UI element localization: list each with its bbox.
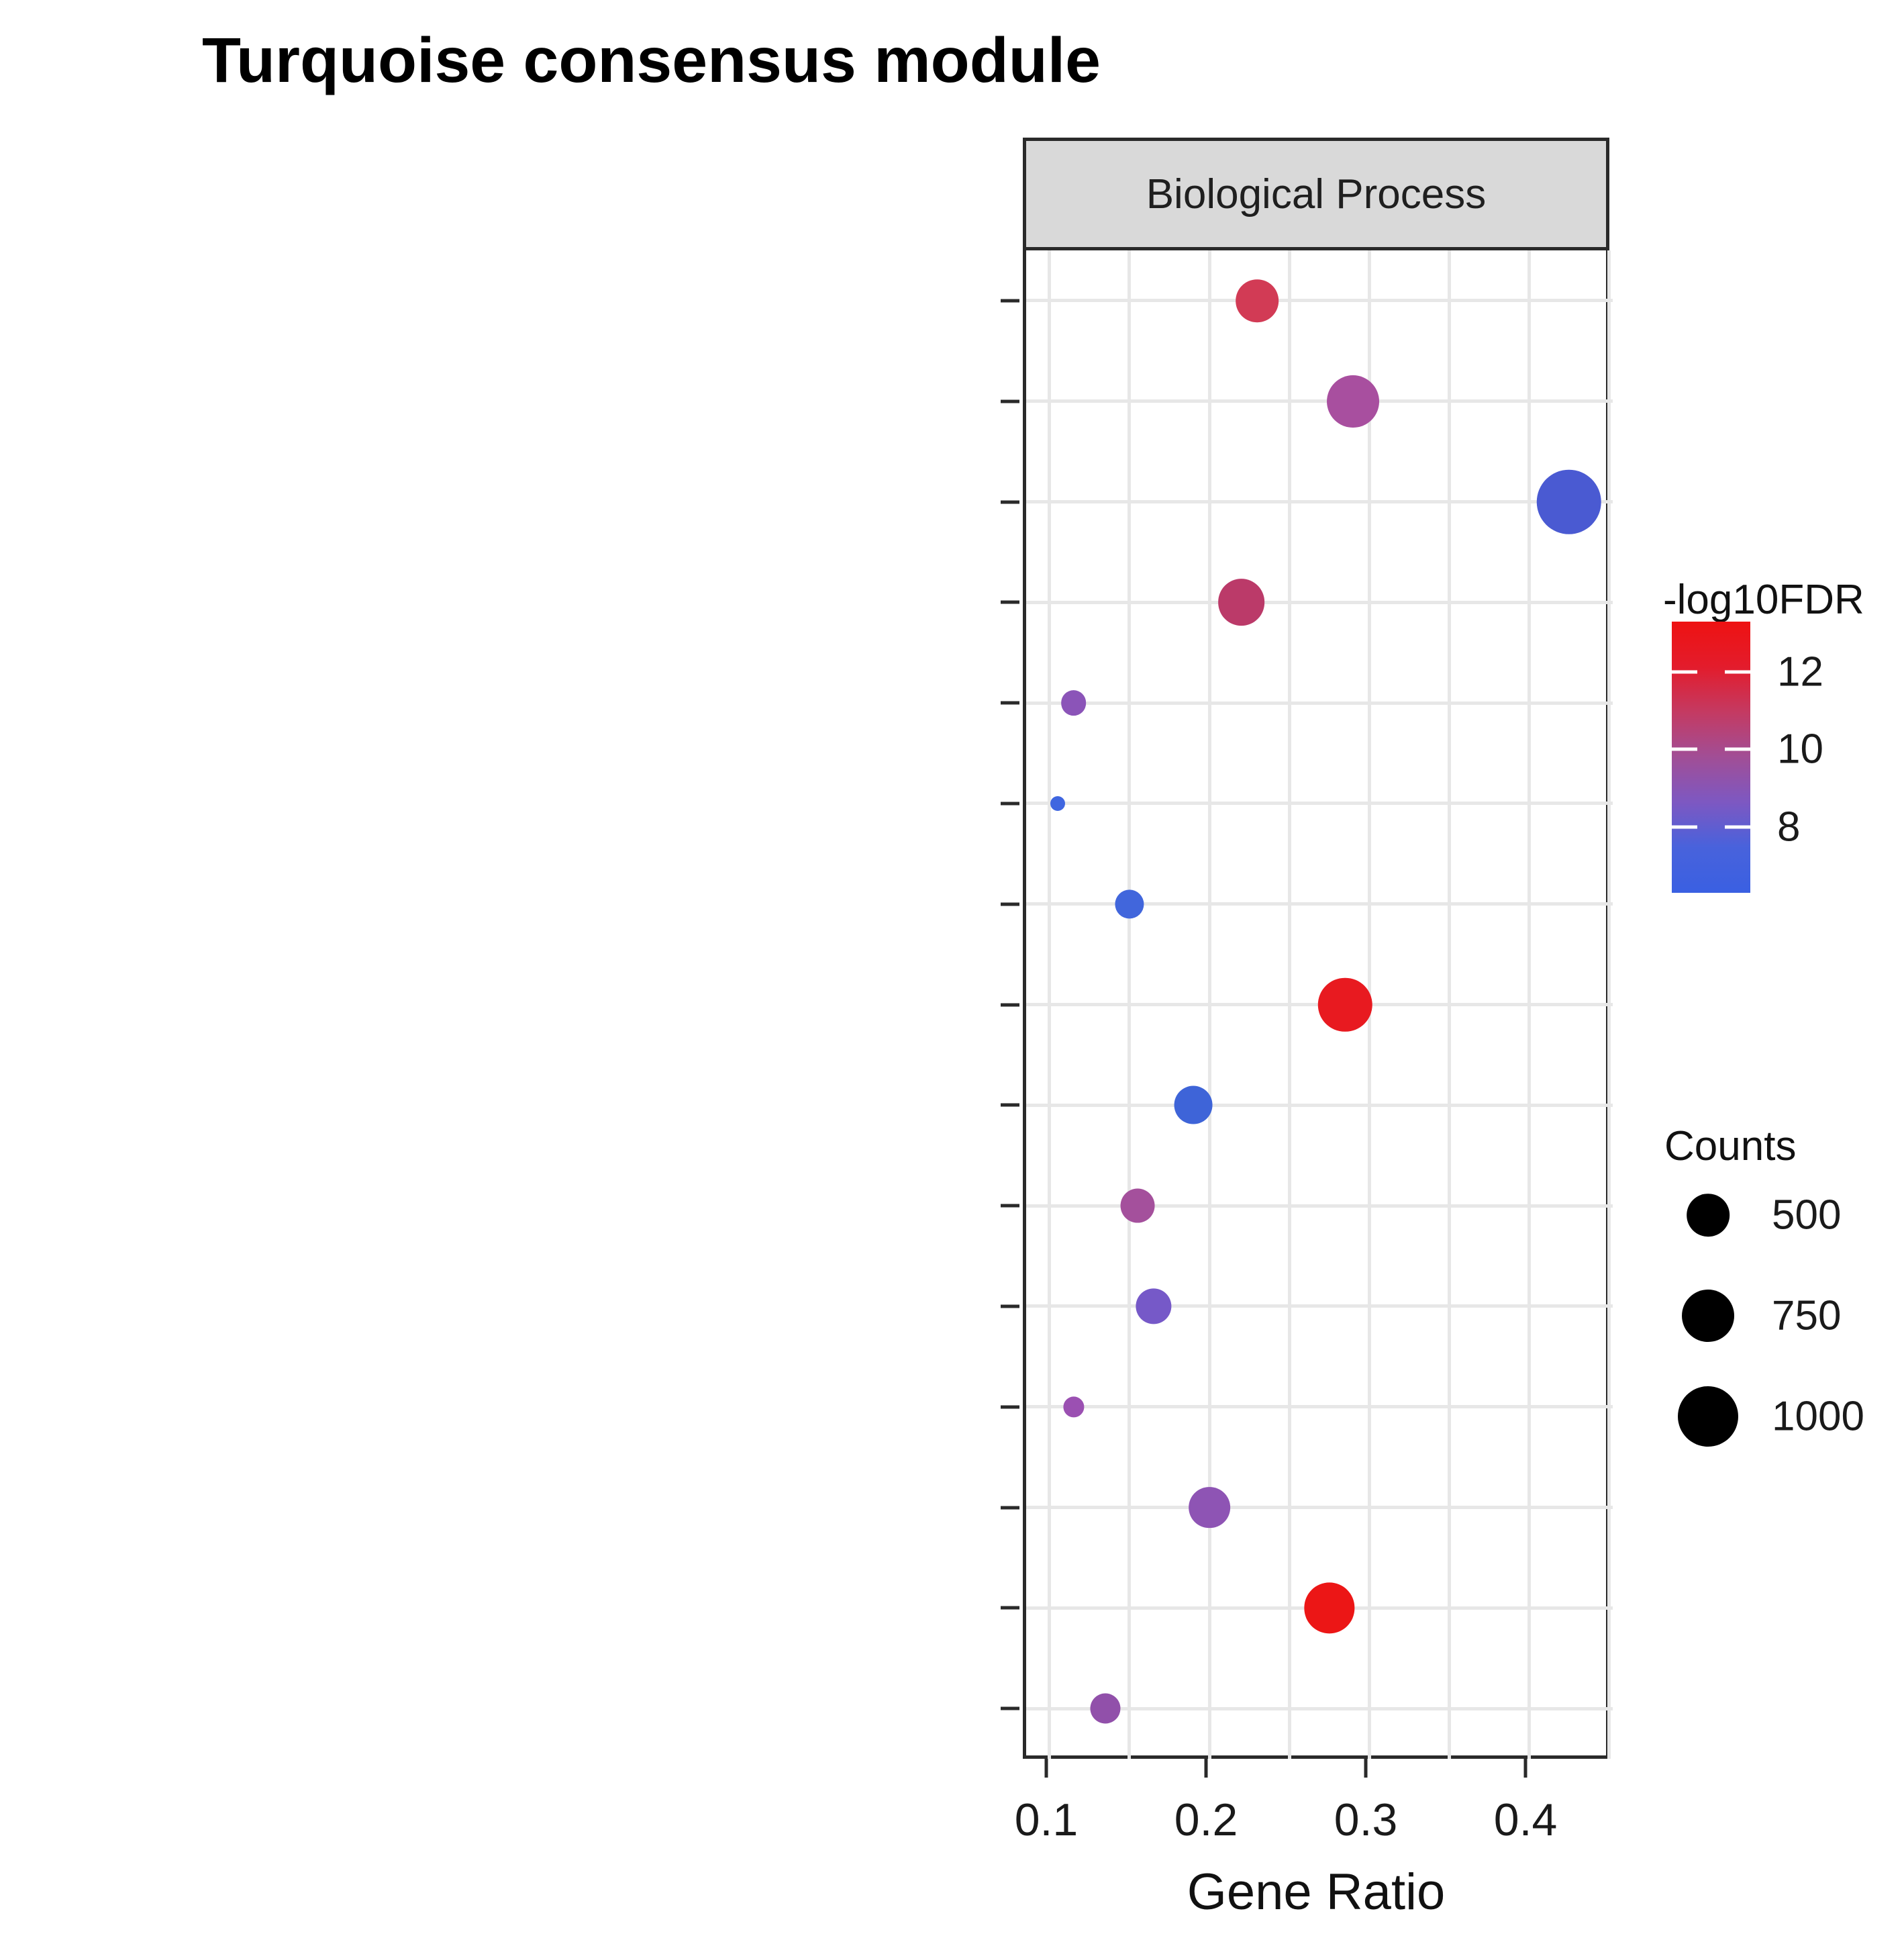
gridline-horizontal: [1026, 1706, 1613, 1710]
counts-legend-dot: [1682, 1290, 1734, 1342]
y-axis-tick: [1001, 1103, 1019, 1107]
colorbar-tick: [1672, 747, 1697, 751]
y-axis-tick: [1001, 1506, 1019, 1509]
plot-title-text: Turquoise consensus module: [202, 25, 1101, 96]
fdr-legend-title: -log10FDR: [1663, 577, 1864, 623]
x-axis-tick-label: 0.2: [1174, 1794, 1238, 1845]
data-point: [1136, 1288, 1172, 1324]
counts-legend-title: Counts: [1664, 1123, 1797, 1169]
y-axis-tick: [1001, 500, 1019, 503]
facet-strip-label: Biological Process: [1146, 171, 1487, 217]
data-point: [1236, 279, 1279, 322]
x-axis-tick: [1523, 1759, 1527, 1778]
gridline-horizontal: [1026, 1506, 1613, 1509]
y-axis-tick: [1001, 1304, 1019, 1308]
counts-legend-dot: [1678, 1386, 1738, 1447]
y-axis-tick: [1001, 1204, 1019, 1208]
data-point: [1060, 690, 1087, 716]
plot-panel: [1023, 250, 1613, 1759]
data-point: [1217, 579, 1265, 626]
colorbar-tick-label: 12: [1777, 648, 1823, 695]
gridline-horizontal: [1026, 600, 1613, 604]
data-point: [1050, 795, 1065, 811]
x-axis-tick-label: 0.4: [1493, 1794, 1558, 1845]
y-axis-tick: [1001, 1606, 1019, 1610]
gridline-horizontal: [1026, 1405, 1613, 1409]
gridline-horizontal: [1026, 802, 1613, 806]
x-axis-tick: [1044, 1759, 1048, 1778]
y-axis-tick: [1001, 399, 1019, 403]
counts-legend-label: 500: [1772, 1192, 1842, 1239]
counts-legend-dot: [1687, 1194, 1730, 1237]
y-axis-tick: [1001, 299, 1019, 303]
y-axis-tick: [1001, 1003, 1019, 1006]
colorbar-tick: [1725, 825, 1750, 829]
gridline-horizontal: [1026, 399, 1613, 403]
data-point: [1536, 469, 1601, 534]
colorbar-tick: [1725, 747, 1750, 751]
y-axis-tick: [1001, 902, 1019, 906]
data-point: [1174, 1085, 1213, 1124]
y-axis-tick: [1001, 1405, 1019, 1409]
facet-strip: Biological Process: [1023, 138, 1609, 250]
x-axis-title: Gene Ratio: [1187, 1864, 1446, 1921]
x-axis-tick: [1204, 1759, 1208, 1778]
gridline-horizontal: [1026, 299, 1613, 303]
colorbar-tick: [1672, 825, 1697, 829]
colorbar-tick-label: 8: [1777, 804, 1801, 851]
x-axis-tick: [1364, 1759, 1368, 1778]
data-point: [1120, 1188, 1155, 1223]
data-point: [1090, 1693, 1121, 1724]
colorbar-tick: [1725, 670, 1750, 674]
gridline-horizontal: [1026, 1304, 1613, 1308]
gridline-horizontal: [1026, 1103, 1613, 1107]
data-point: [1318, 977, 1372, 1032]
gridline-horizontal: [1026, 500, 1613, 503]
y-axis-tick: [1001, 802, 1019, 806]
data-point: [1327, 375, 1380, 428]
data-point: [1189, 1486, 1230, 1529]
data-point: [1303, 1582, 1355, 1633]
y-axis-tick: [1001, 600, 1019, 604]
data-point: [1063, 1396, 1085, 1418]
gridline-horizontal: [1026, 701, 1613, 705]
y-axis-tick: [1001, 701, 1019, 705]
x-axis-tick-label: 0.1: [1014, 1794, 1079, 1845]
y-axis-tick: [1001, 1706, 1019, 1710]
gridline-horizontal: [1026, 1204, 1613, 1208]
data-point: [1115, 889, 1144, 919]
counts-legend-label: 750: [1772, 1292, 1842, 1339]
colorbar-tick: [1672, 670, 1697, 674]
colorbar-tick-label: 10: [1777, 726, 1823, 773]
fdr-colorbar: [1672, 622, 1750, 893]
counts-legend-label: 1000: [1772, 1393, 1864, 1440]
x-axis-tick-label: 0.3: [1334, 1794, 1398, 1845]
plot-title: Turquoise consensus module: [0, 24, 1904, 97]
gridline-horizontal: [1026, 902, 1613, 906]
